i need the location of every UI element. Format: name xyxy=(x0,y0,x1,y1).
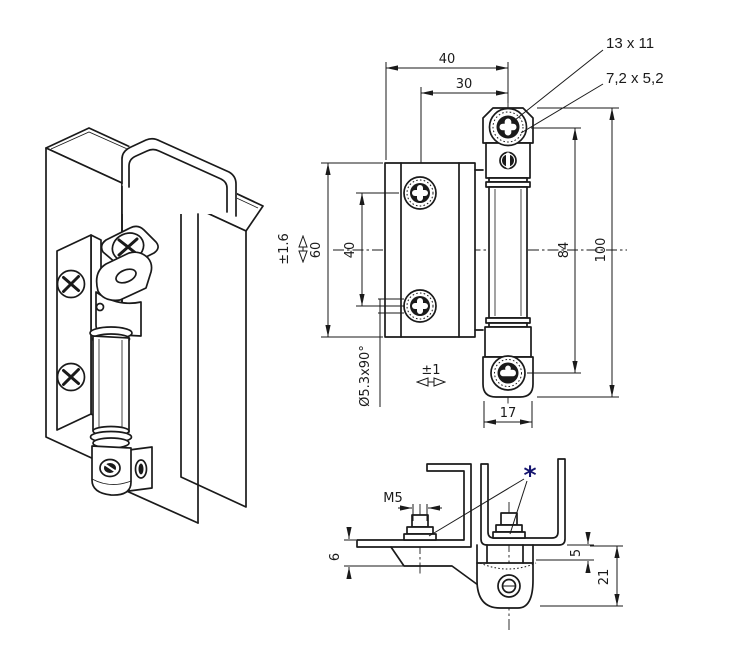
front-bottom-screw xyxy=(490,355,526,391)
section-door-sheet xyxy=(356,463,472,548)
dim-play-horizontal: ±1 xyxy=(421,363,440,378)
section-stud-left xyxy=(403,514,437,541)
dim-top-width: 40 xyxy=(439,52,456,67)
section-view: M5 * 6 5 21 xyxy=(328,458,623,633)
section-hinge-body xyxy=(390,546,479,586)
dim-overall-depth: 21 xyxy=(597,569,612,586)
front-view: 40 30 60 40 ±1.6 Ø5.3x90° ±1 17 84 100 1… xyxy=(277,35,664,428)
plate-screw-bottom xyxy=(56,362,86,392)
isometric-view xyxy=(45,127,264,524)
dim-play-vertical: ±1.6 xyxy=(277,233,292,265)
front-hole-bottom xyxy=(403,289,437,323)
top-knuckle xyxy=(95,225,159,337)
dim-knuckle-width: 17 xyxy=(500,406,517,421)
dim-door-sheet-offset: 6 xyxy=(328,553,343,561)
dim-plate-height: 60 xyxy=(309,242,324,259)
dim-frame-sheet-offset: 5 xyxy=(569,549,584,557)
plate-screw-top xyxy=(56,269,86,299)
section-dimension-lines xyxy=(346,505,620,606)
footnote-marker: * xyxy=(523,461,536,490)
bottom-knuckle xyxy=(91,445,153,496)
callout-slot: 7,2 x 5,2 xyxy=(606,70,664,87)
frame-panel-face xyxy=(180,200,247,508)
dim-thread: M5 xyxy=(383,491,403,506)
dim-pivot-span: 84 xyxy=(557,242,572,259)
barrel xyxy=(89,326,133,449)
section-extension-lines xyxy=(344,478,623,607)
callout-cutout: 13 x 11 xyxy=(606,35,654,52)
dim-countersink: Ø5.3x90° xyxy=(358,345,373,407)
dim-hole-spacing: 40 xyxy=(343,242,358,259)
dim-overall-height: 100 xyxy=(594,238,609,263)
front-dimension-lines xyxy=(303,65,615,425)
front-hole-top xyxy=(403,176,437,210)
dim-top-width-inner: 30 xyxy=(456,77,473,92)
section-stud-right xyxy=(492,512,526,539)
section-frame-channel xyxy=(480,458,566,546)
leaf-plate xyxy=(56,234,92,431)
front-top-screw xyxy=(488,107,528,147)
